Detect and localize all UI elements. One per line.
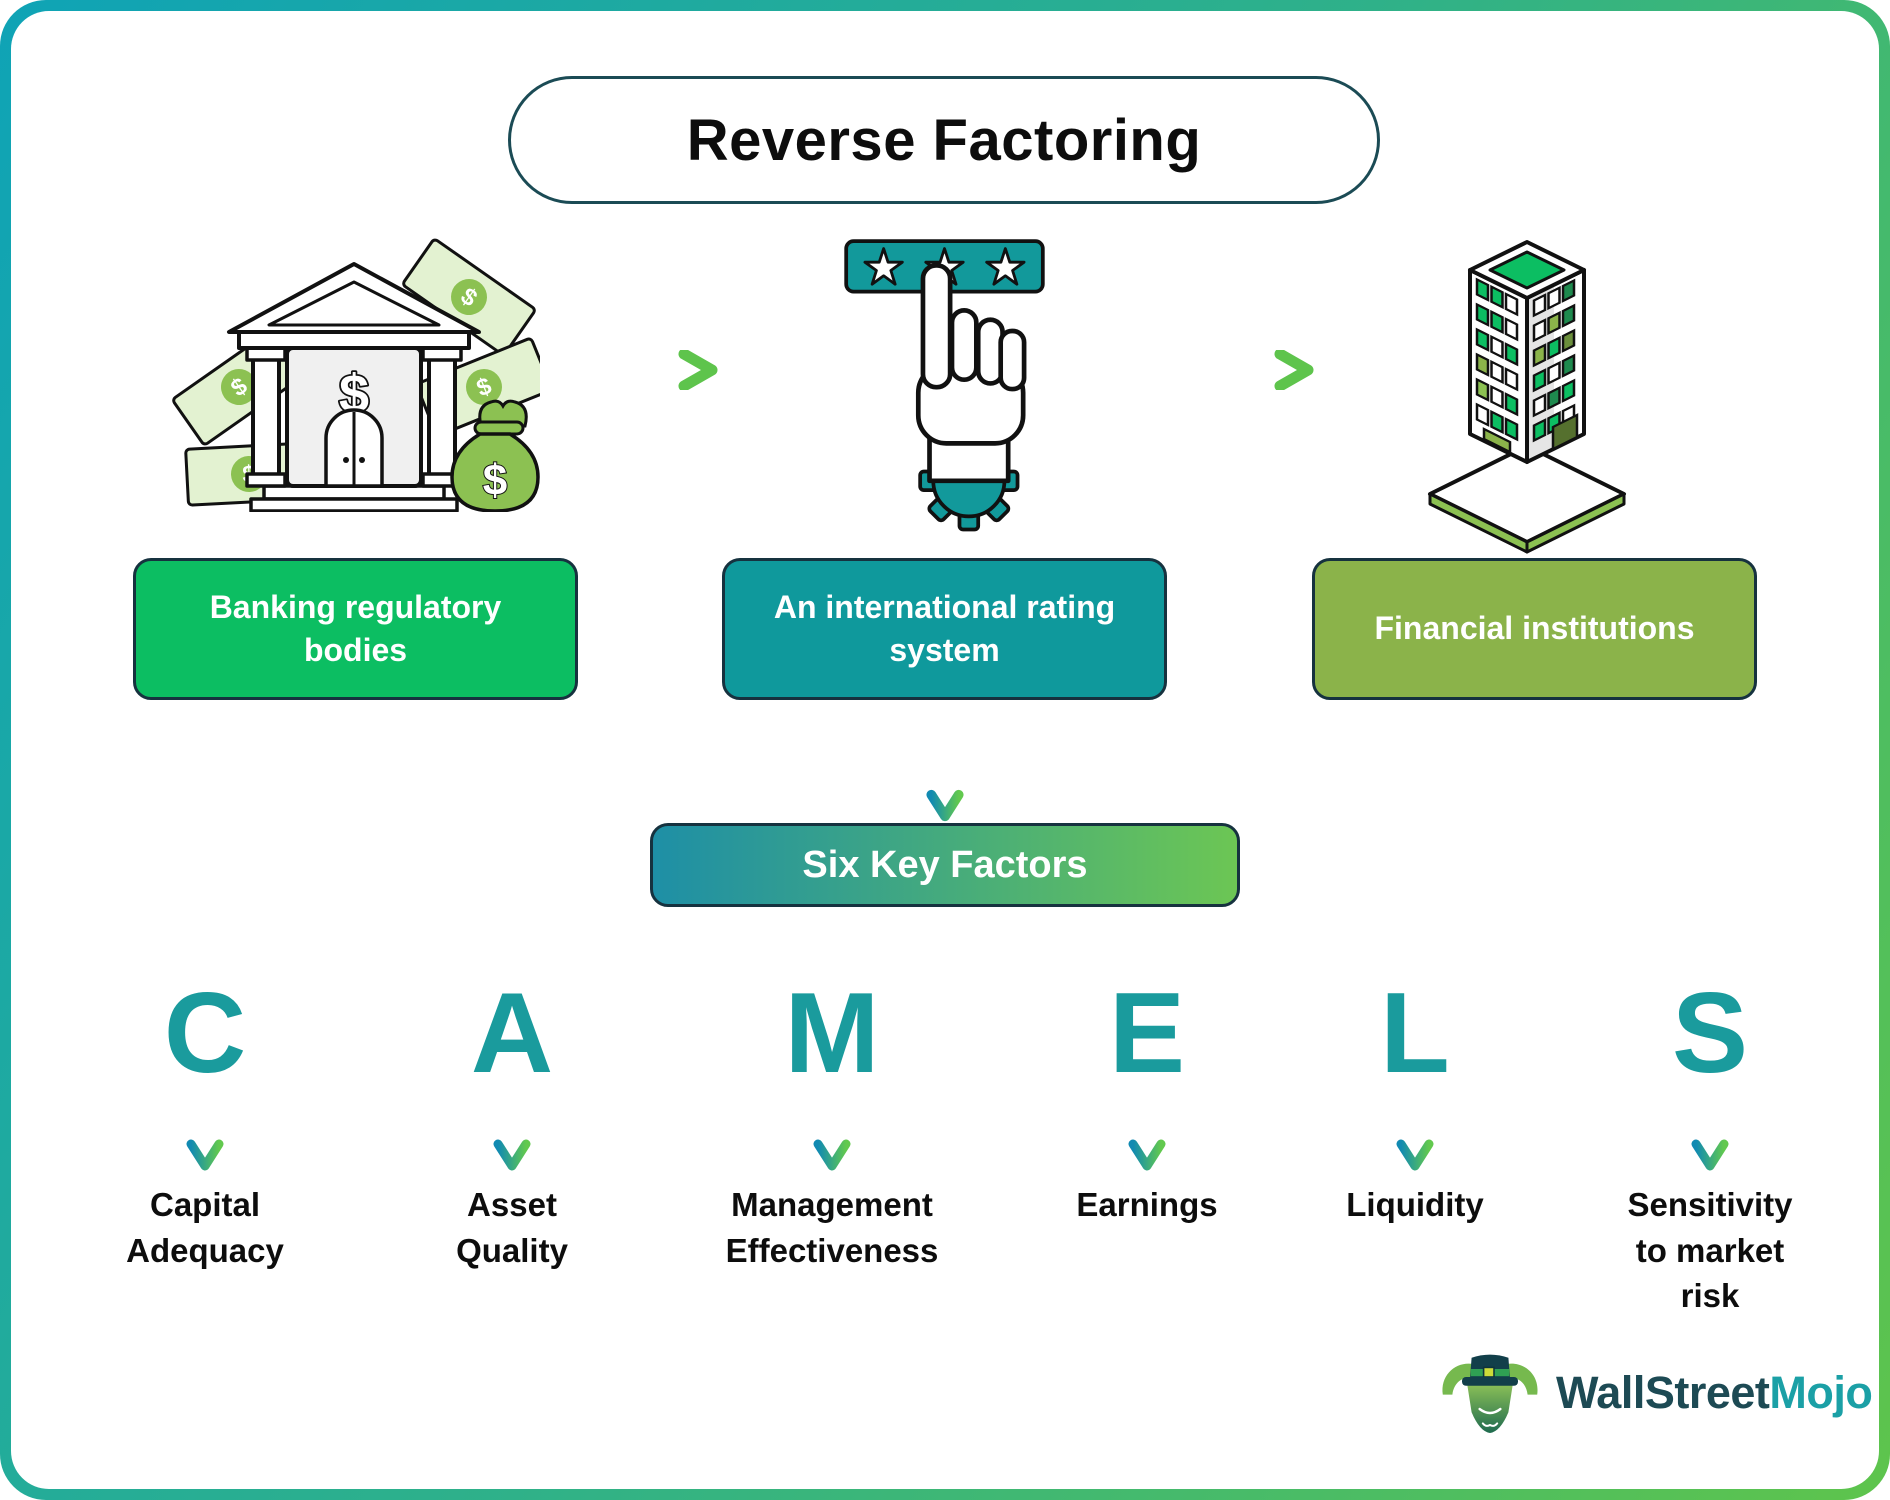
down-arrow-icon: [1396, 1100, 1434, 1171]
factor-label: Asset Quality: [456, 1186, 568, 1269]
node-international-rating-system: An international rating system: [722, 558, 1167, 700]
down-arrow-icon: [186, 1100, 224, 1171]
bank-building-icon: $: [227, 262, 481, 512]
factor-letter: L: [1380, 970, 1450, 1097]
connector-arrow-down: [926, 703, 964, 822]
down-arrow-icon: [813, 1100, 851, 1171]
six-key-factors-label: Six Key Factors: [802, 843, 1088, 886]
office-building-icon: [1428, 240, 1626, 554]
factor-letter: S: [1671, 970, 1749, 1097]
title-pill: Reverse Factoring: [508, 76, 1380, 204]
rating-stars-hand-icon: [844, 239, 1045, 532]
building-windows-right: [1532, 278, 1579, 451]
factor-asset-quality: A Asset Quality: [352, 970, 672, 1273]
factor-letter: M: [784, 970, 880, 1097]
logo-text-mojo: Mojo: [1769, 1367, 1873, 1418]
down-arrow-icon: [1691, 1100, 1729, 1171]
down-arrow-icon: [1128, 1100, 1166, 1171]
down-arrow-icon: [493, 1100, 531, 1171]
factor-letter: C: [163, 970, 247, 1097]
pointing-hand-icon: [915, 263, 1027, 484]
node-banking-regulatory-bodies: Banking regulatory bodies: [133, 558, 578, 700]
factor-letter: E: [1108, 970, 1186, 1097]
bank-money-icon: $ $ $ $: [172, 238, 540, 512]
factor-label: Management Effectiveness: [725, 1186, 939, 1269]
factor-sensitivity-to-market-risk: S Sensitivity to market risk: [1550, 970, 1870, 1319]
logo-text-wallstreet: WallStreet: [1556, 1367, 1770, 1418]
six-key-factors-banner: Six Key Factors: [650, 823, 1240, 907]
factor-letter: A: [470, 970, 554, 1097]
node-financial-institutions: Financial institutions: [1312, 558, 1757, 700]
factor-capital-adequacy: C Capital Adequacy: [45, 970, 365, 1273]
logo-text: WallStreetMojo: [1556, 1367, 1873, 1419]
node-label: An international rating system: [773, 588, 1116, 668]
flow-arrow-right-2: [1169, 350, 1314, 390]
page-title: Reverse Factoring: [686, 107, 1202, 173]
money-bag-icon: $: [450, 399, 540, 512]
svg-text:$: $: [483, 456, 507, 505]
factor-management-effectiveness: M Management Effectiveness: [672, 970, 992, 1273]
factor-label: Liquidity: [1346, 1186, 1484, 1223]
factor-label: Earnings: [1076, 1186, 1218, 1223]
node-label: Financial institutions: [1374, 610, 1695, 647]
bull-mascot-icon: [1442, 1354, 1538, 1433]
factor-liquidity: L Liquidity: [1255, 970, 1575, 1228]
factor-earnings: E Earnings: [987, 970, 1307, 1228]
factor-label: Capital Adequacy: [126, 1186, 284, 1269]
flow-arrow-right-1: [573, 350, 718, 390]
node-label: Banking regulatory bodies: [209, 588, 502, 668]
building-windows-left: [1475, 277, 1519, 454]
wallstreetmojo-logo: WallStreetMojo: [1438, 1348, 1873, 1438]
factor-label: Sensitivity to market risk: [1627, 1186, 1793, 1315]
